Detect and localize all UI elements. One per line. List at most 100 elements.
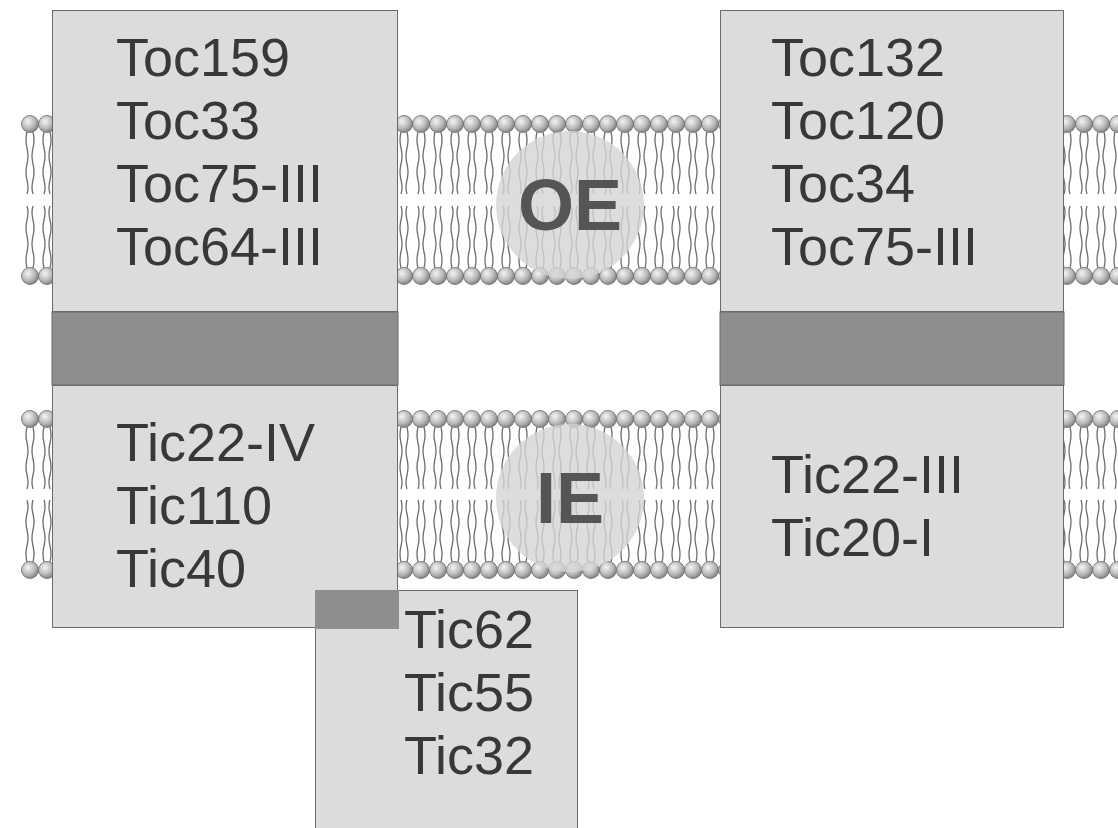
lipid-head [651,268,668,285]
lipid-head [1093,411,1110,428]
lipid-head [481,562,498,579]
lipid-head [515,116,532,133]
lipid-head [532,116,549,133]
lipid-head [464,116,481,133]
lipid-head [617,562,634,579]
contact-band [52,312,398,385]
membrane-name: OE [495,130,645,280]
lipid-head [685,268,702,285]
lipid-head [600,411,617,428]
lipid-head [413,268,430,285]
lipid-head [498,116,515,133]
membrane-label: OE [495,130,645,280]
lipid-head [22,268,39,285]
lipid-head [1110,562,1118,579]
lipid-head [617,411,634,428]
lipid-head [651,116,668,133]
tic-stromal-box: Tic62Tic55Tic32 [315,590,578,828]
lipid-head [430,562,447,579]
lipid-head [464,562,481,579]
lipid-head [413,562,430,579]
lipid-head [634,411,651,428]
lipid-head [1076,268,1093,285]
lipid-head [583,116,600,133]
lipid-head [1076,411,1093,428]
lipid-head [583,411,600,428]
lipid-head [1110,116,1118,133]
lipid-head [430,268,447,285]
protein-name: Tic22-III [771,443,1063,506]
protein-name: Toc34 [771,152,1063,215]
lipid-head [464,268,481,285]
lipid-head [22,562,39,579]
lipid-head [1110,411,1118,428]
lipid-head [668,116,685,133]
lipid-head [396,562,413,579]
lipid-head [668,268,685,285]
lipid-head [396,268,413,285]
contact-band [720,312,1064,385]
lipid-head [396,411,413,428]
lipid-head [617,116,634,133]
lipid-head [481,116,498,133]
lipid-head [413,116,430,133]
protein-name: Toc132 [771,26,1063,89]
lipid-head [566,116,583,133]
lipid-head [22,116,39,133]
lipid-head [702,116,719,133]
lipid-head [1110,268,1118,285]
lipid-head [532,411,549,428]
toc-complex-box: Toc159Toc33Toc75-IIIToc64-III [52,10,398,312]
lipid-head [685,562,702,579]
lipid-head [702,411,719,428]
lipid-head [447,562,464,579]
lipid-head [464,411,481,428]
lipid-head [447,411,464,428]
protein-name: Tic62 [404,598,577,661]
lipid-head [1093,116,1110,133]
lipid-head [685,116,702,133]
lipid-head [515,562,532,579]
toc-complex-box: Toc132Toc120Toc34Toc75-III [720,10,1064,312]
lipid-head [651,562,668,579]
protein-name: Tic20-I [771,506,1063,569]
membrane-name: IE [495,423,645,573]
protein-name: Tic22-IV [116,411,397,474]
lipid-head [413,411,430,428]
lipid-head [549,116,566,133]
lipid-head [22,411,39,428]
lipid-head [430,411,447,428]
lipid-head [498,411,515,428]
lipid-head [634,116,651,133]
lipid-head [481,411,498,428]
lipid-head [685,411,702,428]
lipid-head [498,268,515,285]
protein-name: Toc64-III [116,215,397,278]
lipid-head [447,268,464,285]
lipid-head [702,268,719,285]
tic-complex-box: Tic22-IIITic20-I [720,385,1064,628]
lipid-head [515,411,532,428]
lipid-head [447,116,464,133]
lipid-head [1076,562,1093,579]
protein-name: Toc75-III [771,215,1063,278]
contact-band [315,590,399,629]
protein-name: Tic32 [404,724,577,787]
protein-name: Toc120 [771,89,1063,152]
lipid-head [634,268,651,285]
protein-name: Tic110 [116,474,397,537]
lipid-head [515,268,532,285]
protein-name: Toc159 [116,26,397,89]
lipid-head [498,562,515,579]
lipid-head [1093,268,1110,285]
membrane-label: IE [495,423,645,573]
lipid-head [481,268,498,285]
lipid-head [600,116,617,133]
lipid-head [651,411,668,428]
lipid-head [1093,562,1110,579]
lipid-head [396,116,413,133]
lipid-head [668,411,685,428]
halo-fill [496,424,644,572]
lipid-head [668,562,685,579]
